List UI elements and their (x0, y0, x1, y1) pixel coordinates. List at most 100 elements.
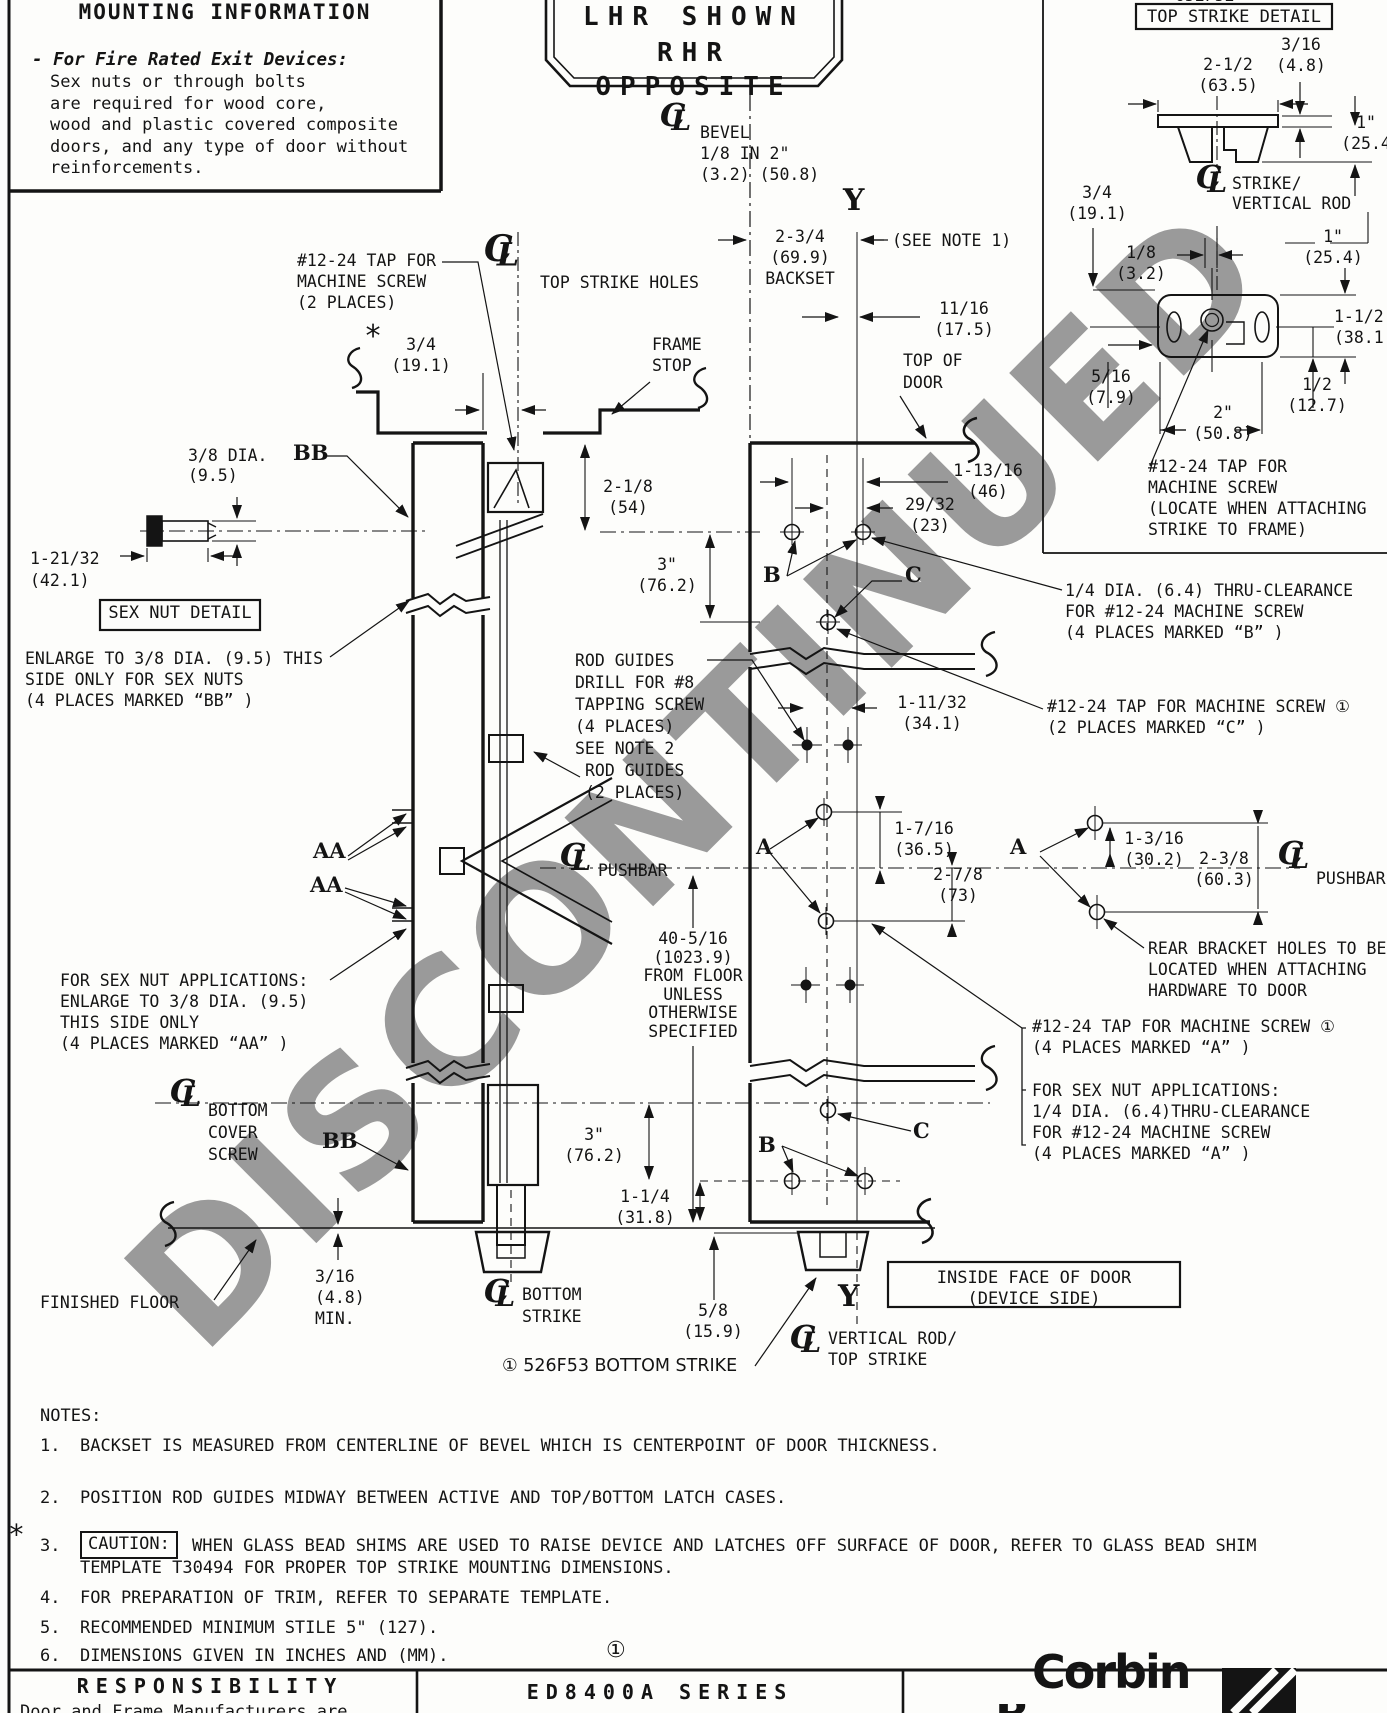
dim-3-16: 3/16 (4.8) (1276, 35, 1326, 75)
hole-mark-aa-1: AA (313, 838, 346, 863)
responsibility-body-partial: Door and Frame Manufacturers are (20, 1702, 348, 1713)
hole-mark-b-bottom: B (758, 1132, 776, 1157)
centerline-symbol: CL (484, 228, 520, 274)
dia-3-8-label: 3/8 DIA. (9.5) (188, 446, 268, 485)
note-4: FOR PREPARATION OF TRIM, REFER TO SEPARA… (80, 1588, 613, 1608)
tap-a-note: #12-24 TAP FOR MACHINE SCREW ① (4 PLACES… (1032, 1017, 1335, 1057)
dim-3in-top: 3" (76.2) (637, 555, 697, 595)
strike-vertical-rod-label: STRIKE/ VERTICAL ROD (1232, 174, 1352, 213)
sexnut-aa-note: FOR SEX NUT APPLICATIONS: ENLARGE TO 3/8… (60, 971, 309, 1053)
dim-40-5-16-from-floor: 40-5/16 (1023.9) FROM FLOOR UNLESS OTHER… (643, 929, 743, 1041)
dim-1-8: 1/8 (3.2) (1116, 243, 1166, 283)
centerline-symbol: CL (170, 1072, 202, 1113)
pushbar-cl-label-left: PUSHBAR (598, 861, 668, 880)
sheet-marker-1: ① (606, 1638, 626, 1663)
enlarge-bb-note: ENLARGE TO 3/8 DIA. (9.5) THIS SIDE ONLY… (25, 649, 324, 710)
note-1-num: 1. (40, 1436, 61, 1456)
dim-11-16: 11/16 (17.5) (934, 299, 994, 339)
see-note-1: (SEE NOTE 1) (892, 231, 1012, 250)
hole-mark-aa-2: AA (310, 872, 343, 897)
vertical-rod-top-strike-label: VERTICAL ROD/ TOP STRIKE (828, 1329, 958, 1369)
bottom-strike-cl-label: BOTTOM STRIKE (522, 1285, 582, 1326)
dim-5-16: 5/16 (7.9) (1086, 367, 1136, 407)
centerline-symbol: CL (560, 836, 592, 877)
note-3-num: 3. (40, 1536, 61, 1556)
dim-1in-b: 1" (25.4) (1303, 227, 1363, 267)
dim-3-4-frame: 3/4 (19.1) (391, 335, 451, 375)
rod-guides-drill-note: ROD GUIDES DRILL FOR #8 TAPPING SCREW (4… (575, 651, 705, 758)
note-6-num: 6. (40, 1646, 61, 1666)
dim-1-21-32: 1-21/32 (42.1) (30, 549, 100, 590)
hole-mark-b-top: B (763, 562, 781, 587)
dim-1-2: 1/2 (12.7) (1287, 375, 1347, 415)
note-1: BACKSET IS MEASURED FROM CENTERLINE OF B… (80, 1436, 940, 1456)
russwin-logo-partial: R (995, 1704, 1028, 1713)
top-strike-model-partial: 652F52 (1175, 0, 1235, 2)
hole-mark-a: A (756, 834, 773, 859)
fire-rated-body: Sex nuts or through bolts are required f… (50, 72, 409, 178)
tap-locate-note: #12-24 TAP FOR MACHINE SCREW (LOCATE WHE… (1148, 457, 1367, 539)
centerline-symbol: CL (660, 96, 692, 137)
dim-2-7-8: 2-7/8 (73) (933, 865, 983, 905)
hole-mark-bb: BB (293, 440, 329, 465)
bevel-label: BEVEL 1/8 IN 2" (3.2) (50.8) (700, 123, 820, 184)
centerline-symbol: CL (484, 1272, 516, 1313)
dim-2in: 2" (50.8) (1193, 403, 1253, 443)
asterisk-mark: * (364, 319, 383, 354)
dim-1-1-4: 1-1/4 (31.8) (615, 1187, 675, 1227)
bottom-cover-screw-label: BOTTOM COVER SCREW (208, 1101, 268, 1164)
hole-mark-c-top: C (905, 562, 922, 587)
mounting-information-title: MOUNTING INFORMATION (78, 0, 372, 24)
top-strike-detail-title: TOP STRIKE DETAIL (1147, 7, 1321, 27)
dim-2-1-8: 2-1/8 (54) (603, 477, 653, 517)
note-6: DIMENSIONS GIVEN IN INCHES AND (MM). (80, 1646, 449, 1666)
dim-1-11-32: 1-11/32 (34.1) (897, 693, 967, 733)
top-of-door-label: TOP OF DOOR (903, 351, 963, 392)
centerline-symbol: CL (1278, 834, 1310, 875)
note-3-star: * (8, 1518, 25, 1551)
note-3-line1: WHEN GLASS BEAD SHIMS ARE USED TO RAISE … (192, 1536, 1257, 1556)
dim-1-3-16: 1-3/16 (30.2) (1124, 829, 1184, 869)
note-5: RECOMMENDED MINIMUM STILE 5" (127). (80, 1618, 439, 1638)
sexnut-a-note: FOR SEX NUT APPLICATIONS: 1/4 DIA. (6.4)… (1032, 1081, 1311, 1163)
tap-2-places-note: #12-24 TAP FOR MACHINE SCREW (2 PLACES) (297, 251, 437, 312)
handing-sign-line1: LHR SHOWN (583, 2, 805, 32)
dim-1in-a: 1" (25.4 (1341, 113, 1387, 153)
dim-1-7-16: 1-7/16 (36.5) (894, 819, 954, 859)
note-4-num: 4. (40, 1588, 61, 1608)
note-5-num: 5. (40, 1618, 61, 1638)
dim-3-16-min: 3/16 (4.8) MIN. (315, 1267, 365, 1328)
hole-mark-a-right: A (1010, 834, 1027, 859)
centerline-symbol: CL (1196, 158, 1228, 199)
series-title: ED8400A SERIES (526, 1680, 794, 1704)
note-2-num: 2. (40, 1488, 61, 1508)
rod-guides-2-note: ROD GUIDES (2 PLACES) (585, 761, 685, 802)
dim-29-32: 29/32 (23) (905, 495, 955, 535)
pushbar-cl-label-right: PUSHBAR (1316, 869, 1386, 888)
dim-3in-bottom: 3" (76.2) (564, 1125, 624, 1165)
finished-floor-label: FINISHED FLOOR (40, 1293, 180, 1312)
y-axis-label-bottom: Y (838, 1279, 860, 1314)
sex-nut-detail-title: SEX NUT DETAIL (108, 603, 252, 623)
top-strike-holes-label: TOP STRIKE HOLES (540, 273, 699, 292)
responsibility-title: RESPONSIBILITY (76, 1674, 344, 1698)
tap-c-note: #12-24 TAP FOR MACHINE SCREW ① (2 PLACES… (1047, 697, 1350, 737)
caution-badge: CAUTION: (80, 1531, 178, 1559)
dim-5-8: 5/8 (15.9) (683, 1301, 743, 1341)
dim-3-4: 3/4 (19.1) (1067, 183, 1127, 223)
frame-stop-label: FRAME STOP (652, 335, 702, 375)
hole-mark-c-bottom: C (913, 1118, 930, 1143)
rear-bracket-note: REAR BRACKET HOLES TO BE LOCATED WHEN AT… (1148, 939, 1387, 1000)
fire-rated-lead: - For Fire Rated Exit Devices: (32, 50, 349, 70)
backset-dim: 2-3/4 (69.9) BACKSET (765, 227, 835, 288)
corbin-logo-text: Corbin (1032, 1645, 1191, 1699)
hole-mark-bb-bottom: BB (322, 1128, 358, 1153)
y-axis-label-top: Y (843, 183, 865, 218)
thru-clearance-b-note: 1/4 DIA. (6.4) THRU-CLEARANCE FOR #12-24… (1065, 581, 1354, 642)
note-3-line2: TEMPLATE T30494 FOR PROPER TOP STRIKE MO… (80, 1558, 674, 1578)
dim-1-1-2: 1-1/2 (38.1 (1334, 307, 1384, 347)
dim-2-3-8: 2-3/8 (60.3) (1194, 849, 1254, 889)
notes-heading: NOTES: (40, 1406, 102, 1426)
